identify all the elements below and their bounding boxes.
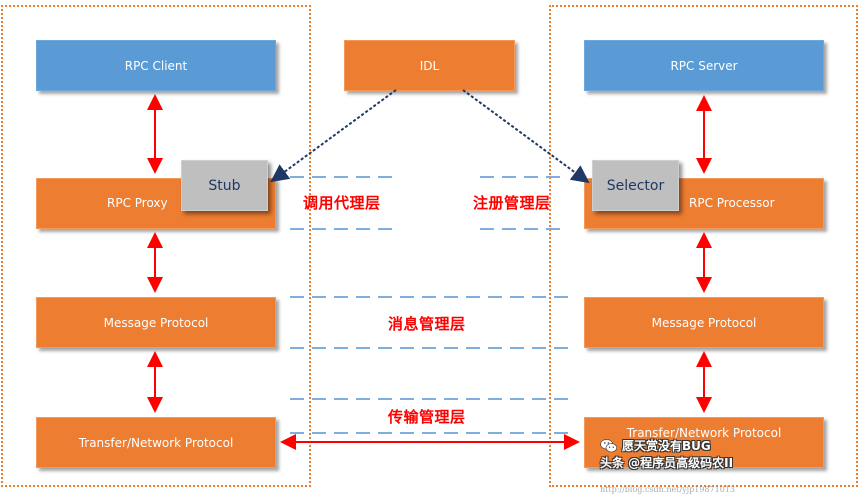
- client-message-protocol-box: Message Protocol: [36, 297, 276, 348]
- client-message-protocol-label: Message Protocol: [103, 315, 209, 330]
- idl-box: IDL: [344, 40, 515, 91]
- watermark-block-2: 头条 @程序员高级码农II: [600, 454, 733, 471]
- url-watermark: http://blog.csdn.net/yjp19871013: [600, 485, 735, 494]
- idl-to-stub-arrow: [270, 89, 397, 183]
- client-transfer-protocol-label: Transfer/Network Protocol: [78, 435, 234, 450]
- rpc-proxy-label: RPC Proxy: [107, 196, 168, 210]
- selector-label: Selector: [606, 177, 665, 194]
- idl-to-selector-arrow: [462, 89, 590, 184]
- layer-dividers: [290, 176, 568, 434]
- server-transfer-protocol-label: Transfer/Network Protocol: [626, 426, 782, 440]
- watermark-line1: 愿天赏没有BUG: [622, 439, 711, 453]
- watermark-block: 愿天赏没有BUG: [600, 437, 711, 454]
- layer-label-transport: 传输管理层: [388, 408, 466, 426]
- selector-box: Selector: [592, 160, 679, 211]
- server-transfer-protocol-box: Transfer/Network Protocol: [584, 417, 824, 468]
- layer-label-registration: 注册管理层: [473, 194, 551, 212]
- server-message-protocol-label: Message Protocol: [651, 315, 757, 330]
- rpc-client-label: RPC Client: [124, 58, 188, 73]
- layer-label-invocation-proxy: 调用代理层: [303, 194, 381, 212]
- client-side-container: [1, 5, 311, 487]
- layer-label-message: 消息管理层: [388, 315, 466, 333]
- server-message-protocol-box: Message Protocol: [584, 297, 824, 348]
- rpc-client-box: RPC Client: [36, 40, 276, 91]
- rpc-server-box: RPC Server: [584, 40, 824, 91]
- watermark-line2: 头条 @程序员高级码农II: [600, 456, 734, 470]
- idl-label: IDL: [419, 58, 440, 73]
- stub-box: Stub: [181, 160, 268, 211]
- wechat-icon: [600, 438, 618, 452]
- server-side-container: [549, 5, 858, 487]
- stub-label: Stub: [208, 177, 241, 194]
- rpc-processor-label: RPC Processor: [689, 196, 775, 210]
- rpc-server-label: RPC Server: [670, 58, 738, 73]
- client-transfer-protocol-box: Transfer/Network Protocol: [36, 417, 276, 468]
